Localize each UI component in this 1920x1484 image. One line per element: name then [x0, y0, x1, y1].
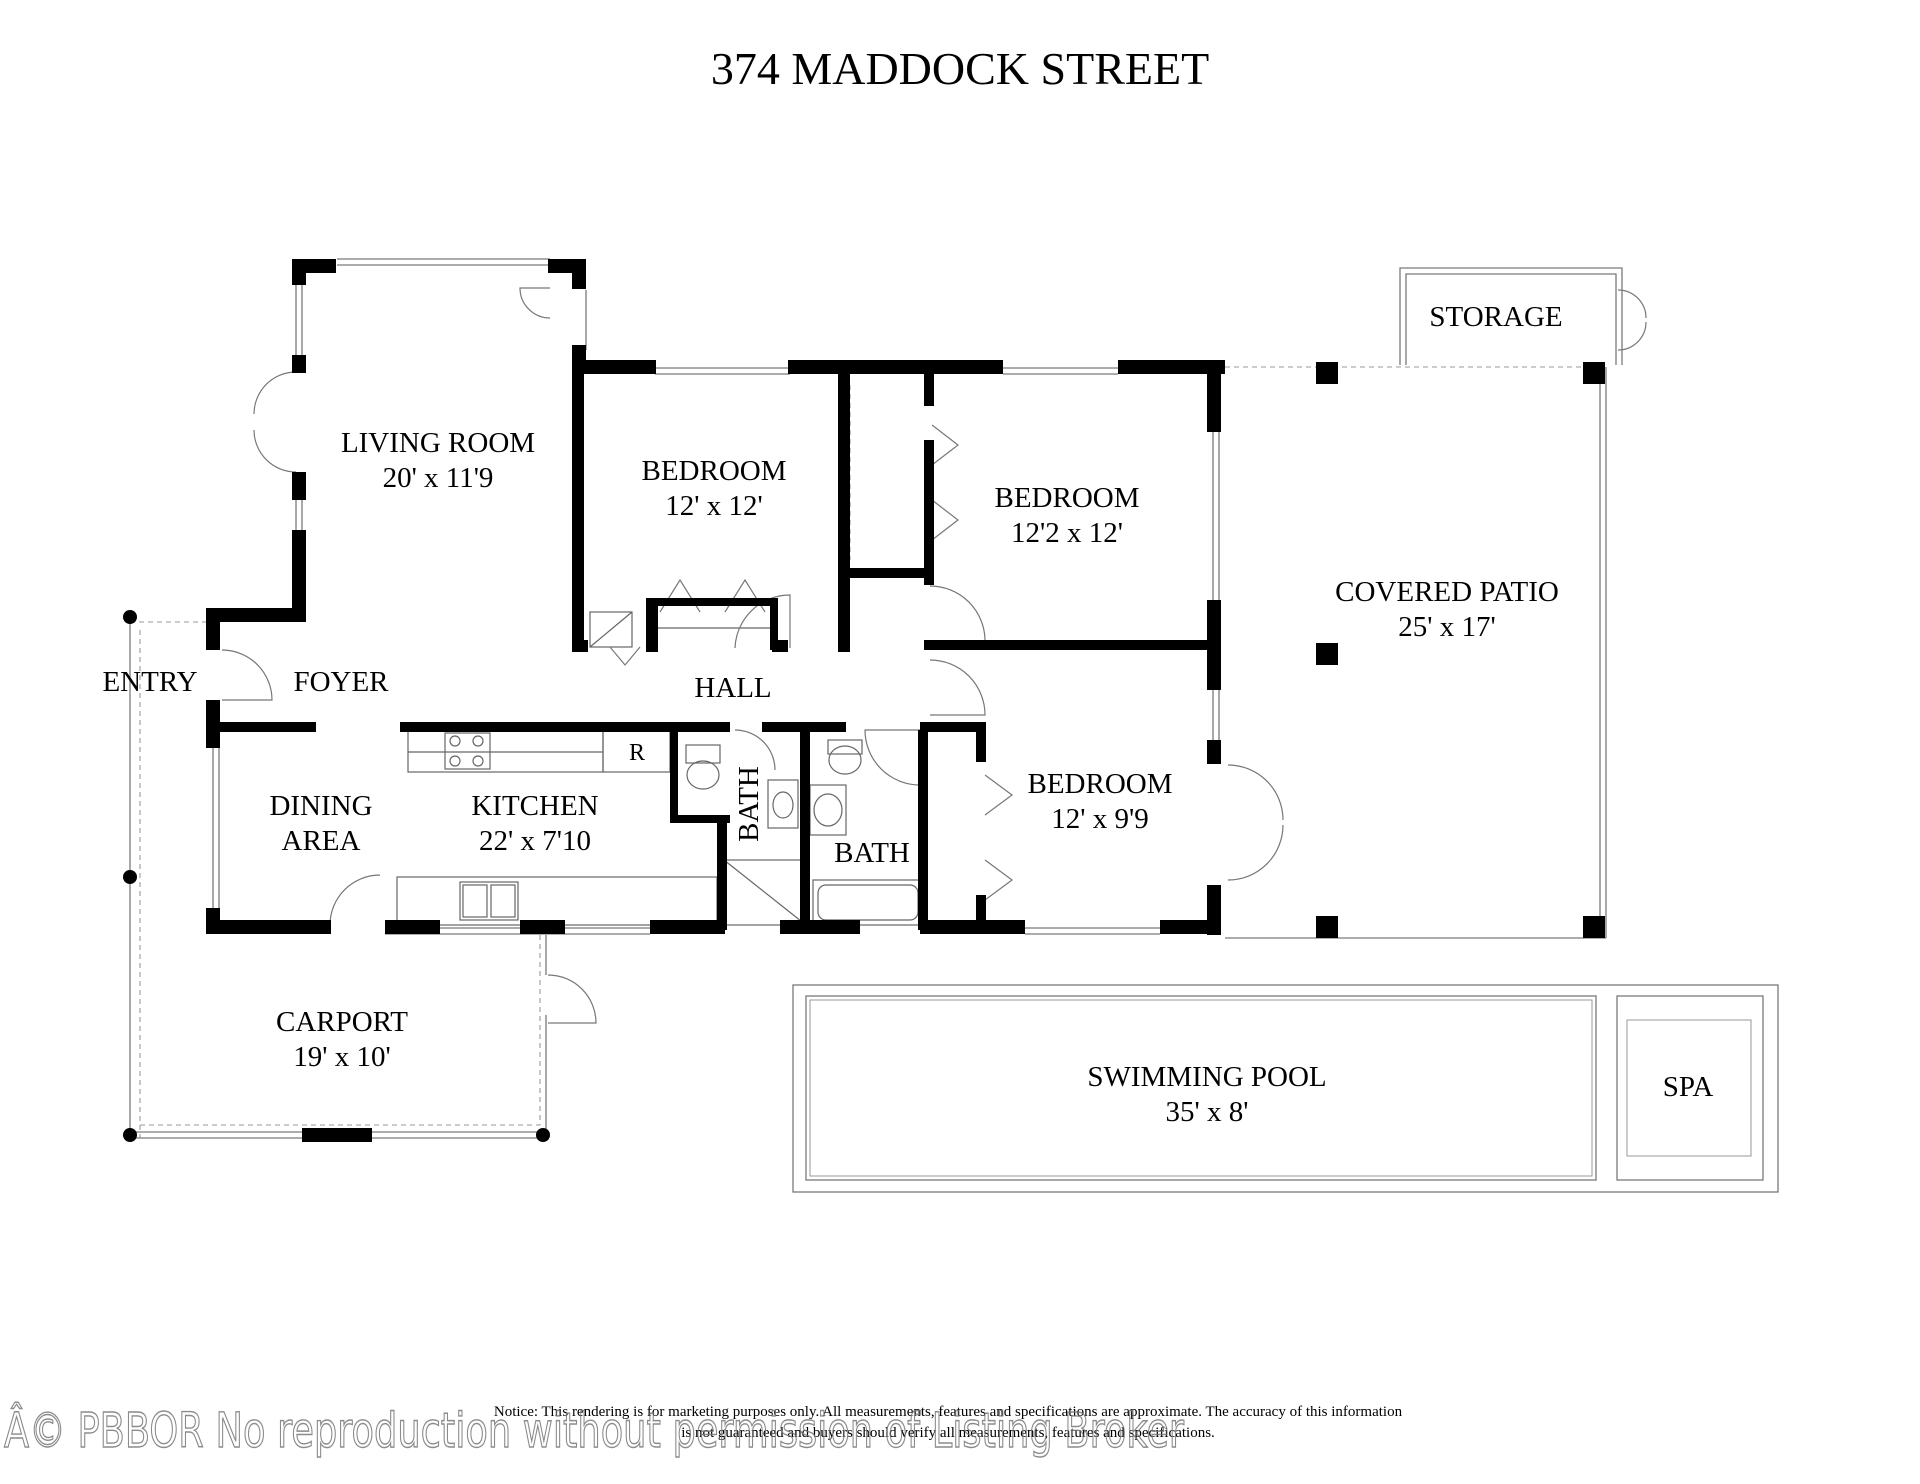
covered-patio-name: COVERED PATIO	[1335, 576, 1559, 608]
entry-name: ENTRY	[102, 666, 197, 698]
refrigerator-label: R	[629, 740, 645, 766]
notice-line-1: Notice: This rendering is for marketing …	[494, 1404, 1403, 1420]
notice-line-2: is not guaranteed and buyers should veri…	[681, 1425, 1215, 1441]
bedroom-2-size: 12'2 x 12'	[1011, 517, 1123, 549]
watermark-text: Â© PBBOR No reproduction without permiss…	[4, 1402, 1184, 1459]
covered-patio-size: 25' x 17'	[1398, 611, 1495, 643]
plan-title: 374 MADDOCK STREET	[711, 43, 1209, 94]
bath-2-name: BATH	[834, 837, 910, 869]
storage-name: STORAGE	[1429, 301, 1562, 333]
bedroom-1-name: BEDROOM	[641, 455, 786, 487]
living-room-name: LIVING ROOM	[341, 427, 535, 459]
bedroom-2-name: BEDROOM	[994, 482, 1139, 514]
carport-name: CARPORT	[276, 1006, 408, 1038]
walls	[123, 259, 1605, 1142]
swimming-pool-name: SWIMMING POOL	[1087, 1061, 1326, 1093]
bedroom-3-size: 12' x 9'9	[1051, 803, 1148, 835]
room-labels: LIVING ROOM 20' x 11'9 BEDROOM 12' x 12'…	[102, 301, 1713, 1128]
fixtures	[396, 611, 924, 926]
carport-size: 19' x 10'	[293, 1041, 390, 1073]
pool-area	[792, 984, 1779, 1193]
doors	[221, 287, 1647, 1024]
living-room-size: 20' x 11'9	[383, 462, 494, 494]
swimming-pool-size: 35' x 8'	[1166, 1096, 1249, 1128]
bath-1-name: BATH	[733, 766, 765, 842]
kitchen-size: 22' x 7'10	[479, 825, 591, 857]
bedroom-3-name: BEDROOM	[1027, 768, 1172, 800]
foyer-name: FOYER	[293, 666, 389, 698]
kitchen-name: KITCHEN	[471, 790, 598, 822]
hall-name: HALL	[694, 672, 771, 704]
bedroom-1-size: 12' x 12'	[665, 490, 762, 522]
dining-area-line-2: AREA	[282, 825, 361, 857]
spa-name: SPA	[1663, 1071, 1714, 1103]
dining-area-line-1: DINING	[269, 790, 372, 822]
